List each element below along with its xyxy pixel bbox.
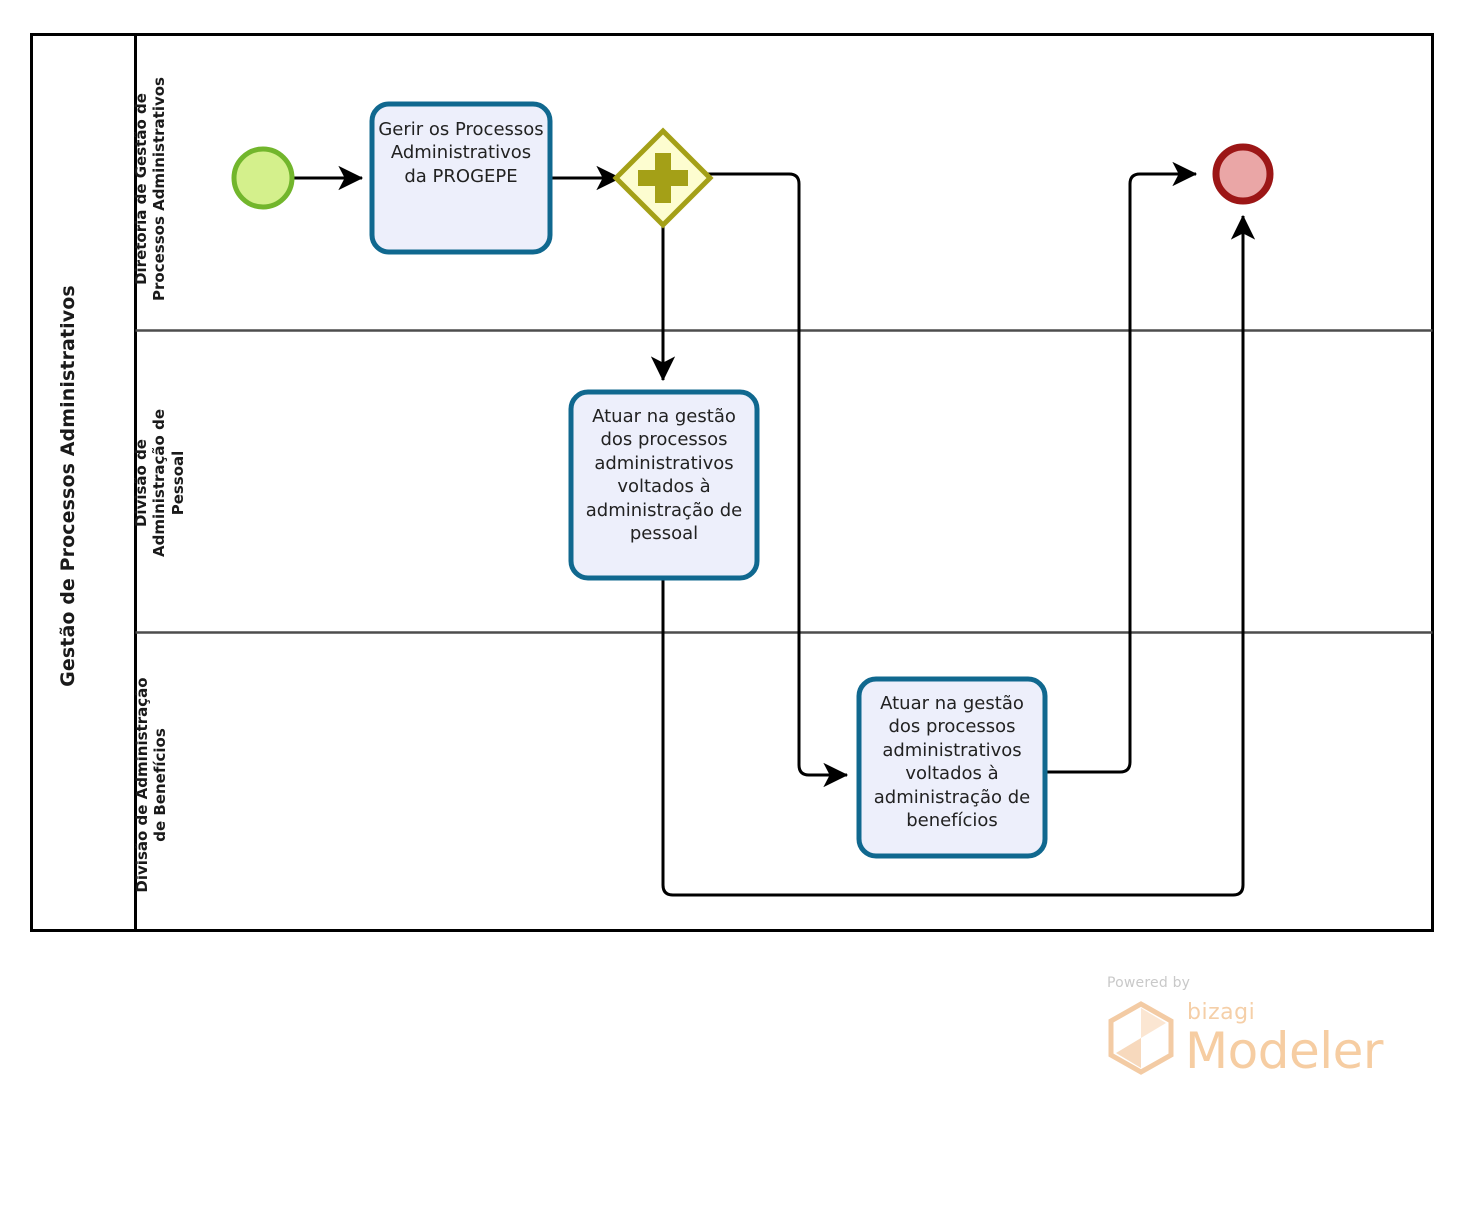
plus-icon — [638, 153, 688, 203]
sequence-flows — [291, 161, 1256, 897]
flow-gateway-to-beneficios — [706, 172, 849, 788]
flow-pessoal-to-end — [661, 214, 1256, 897]
task-gerir-label: Gerir os Processos Administrativos da PR… — [378, 119, 544, 187]
lane-label-pessoal: Divisão de Administração de Pessoal — [132, 409, 187, 558]
task-beneficios-label: Atuar na gestão dos processos administra… — [873, 693, 1031, 831]
lane-label-diretoria: Diretoria de Gestão de Processos Adminis… — [132, 77, 169, 301]
task-atuar-pessoal[interactable] — [568, 389, 760, 581]
modeler-wordmark: Modeler — [1185, 1022, 1383, 1080]
task-pessoal-label: Atuar na gestão dos processos administra… — [585, 406, 743, 544]
task-gerir-processos[interactable] — [369, 101, 553, 255]
pool-label: Gestão de Processos Administrativos — [57, 285, 79, 687]
parallel-gateway[interactable] — [612, 127, 714, 229]
task-atuar-beneficios[interactable] — [856, 676, 1048, 859]
bizagi-wordmark: bizagi — [1187, 1000, 1256, 1025]
lane-label-beneficios: Divisão de Administração de Benefícios — [133, 677, 170, 893]
flow-beneficios-to-end — [1041, 161, 1198, 774]
bizagi-hexagon-icon — [1108, 1001, 1174, 1075]
powered-by-text: Powered by — [1107, 975, 1191, 991]
end-event[interactable] — [1212, 143, 1274, 205]
start-event[interactable] — [231, 146, 295, 210]
